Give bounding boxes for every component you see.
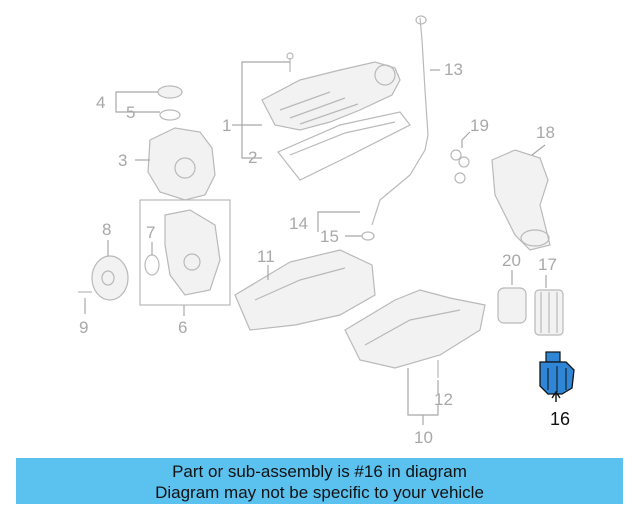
callout-12: 12 — [434, 390, 453, 409]
highlighted-part-16[interactable] — [539, 351, 575, 395]
front-cover-part — [164, 209, 221, 296]
valve-cover-part — [261, 52, 401, 131]
callout-8: 8 — [102, 220, 111, 239]
timing-cover-part — [147, 127, 216, 201]
oil-pan-upper-part — [234, 249, 376, 331]
callout-1: 1 — [222, 116, 231, 135]
callout-20: 20 — [502, 251, 521, 270]
callout-11: 11 — [257, 247, 275, 266]
callout-5: 5 — [126, 103, 135, 122]
callout-2: 2 — [248, 148, 257, 167]
callout-13: 13 — [444, 60, 463, 79]
banner-line-2: Diagram may not be specific to your vehi… — [155, 483, 484, 502]
crankshaft-pulley-part — [91, 255, 129, 301]
callout-10: 10 — [414, 428, 433, 447]
callout-6: 6 — [178, 318, 187, 337]
filter-cap-part — [497, 287, 527, 324]
callout-14: 14 — [289, 214, 308, 233]
oil-filler-cap-part — [157, 85, 183, 121]
callout-3: 3 — [118, 151, 127, 170]
o-ring-set-part — [450, 149, 470, 184]
valve-cover-gasket-part — [277, 111, 411, 181]
callout-17: 17 — [538, 255, 557, 274]
callout-15: 15 — [320, 227, 339, 246]
callout-9: 9 — [79, 318, 88, 337]
dipstick-part — [371, 15, 429, 226]
banner-line-1: Part or sub-assembly is #16 in diagram — [172, 462, 467, 481]
filter-housing-part — [491, 149, 551, 251]
callout-7: 7 — [146, 223, 155, 242]
callout-4: 4 — [96, 93, 105, 112]
info-banner: Part or sub-assembly is #16 in diagram D… — [16, 458, 623, 504]
callout-16[interactable]: 16 — [550, 409, 570, 429]
callout-18: 18 — [536, 123, 555, 142]
callout-19: 19 — [470, 116, 489, 135]
oil-filter-element-part — [534, 289, 564, 336]
parts-diagram: 1 2 3 4 5 6 7 8 9 10 11 12 13 14 15 16 1… — [78, 15, 575, 447]
oil-pan-lower-part — [344, 289, 486, 369]
